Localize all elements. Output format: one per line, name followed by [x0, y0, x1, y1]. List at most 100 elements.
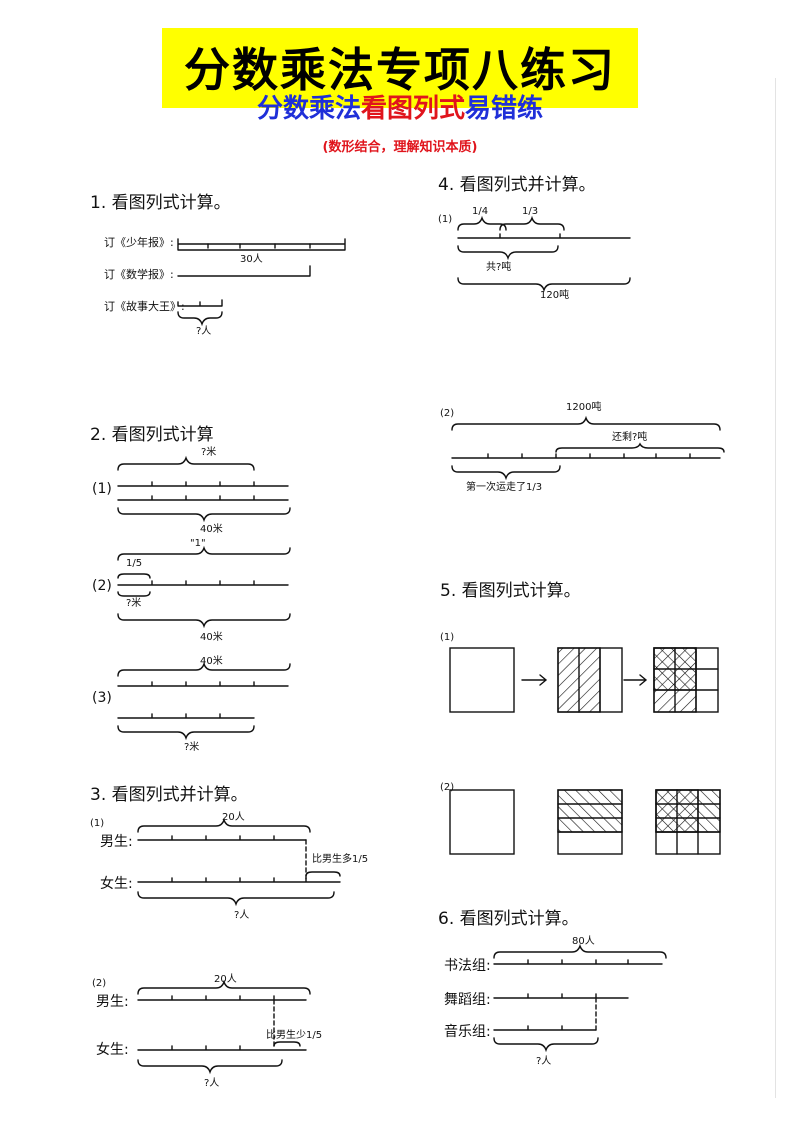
question-4: 4. 看图列式并计算。 (1) 1/4 1/3 共?吨 120吨 (2) 120…: [438, 175, 725, 493]
q5-p1-arrow-1: [521, 674, 548, 686]
q1-heading: 1. 看图列式计算。: [90, 193, 231, 213]
q2-p2-unknown-brace: [117, 591, 151, 597]
q3-p2-note: 比男生少1/5: [266, 1028, 322, 1041]
q4-p2-first: 第一次运走了1/3: [466, 480, 542, 493]
q5-p2-square-3: [655, 789, 721, 855]
q2-p1-unit-mark: "1": [190, 538, 206, 549]
q3-p1-note-brace: [305, 871, 341, 877]
q3-p1-boys: 男生:: [100, 834, 133, 850]
q4-heading: 4. 看图列式并计算。: [438, 175, 596, 195]
q2-p3-top: 40米: [200, 654, 223, 667]
q1-unknown: ?人: [196, 325, 211, 337]
q1-row1-bar: [177, 238, 346, 251]
q3-p1-unknown: ?人: [234, 909, 249, 921]
question-2: 2. 看图列式计算 ?米 (1) 40米 "1" 1/5 (2) ?米 40米 …: [90, 425, 291, 753]
q4-p2-remain-brace: [555, 442, 725, 453]
q5-p2-square-2-lines: [557, 803, 623, 833]
q1-row2-bar: [177, 265, 311, 277]
q3-p2-boys: 男生:: [96, 994, 129, 1010]
tagline: (数形结合，理解知识本质): [322, 140, 478, 155]
q3-p2-total: 20人: [214, 973, 237, 985]
q4-p1-partial-brace: [457, 245, 559, 261]
q6-row1: 书法组:: [444, 958, 491, 974]
q4-p2-total: 1200吨: [566, 400, 601, 413]
q5-heading: 5. 看图列式计算。: [440, 581, 581, 601]
q4-p1-bar: [457, 233, 631, 239]
q3-p1-boys-bar: [137, 835, 307, 841]
q2-p2-bottom-brace: [117, 613, 291, 629]
q2-p3-top-brace: [117, 661, 291, 677]
q4-p2-bar: [451, 453, 721, 459]
q5-p2-shaded-part: [557, 789, 623, 833]
q3-p2-top-brace: [137, 979, 311, 995]
q2-heading: 2. 看图列式计算: [90, 425, 214, 445]
q2-p2-frac: 1/5: [126, 558, 142, 569]
q2-p3-bottom-brace: [117, 725, 255, 741]
q5-p1-square-2-lines: [578, 647, 601, 713]
page-edge-line: [775, 78, 776, 1098]
q5-p2-square-1: [449, 789, 515, 855]
q4-p2-remain: 还剩?吨: [612, 430, 647, 443]
subtitle-part-1: 分数乘法: [256, 94, 361, 124]
q3-p2-girls: 女生:: [96, 1041, 129, 1058]
q2-p1-bar-2: [117, 495, 289, 501]
q2-p1-bottom-brace: [117, 507, 291, 523]
q5-p1-square-2: [557, 647, 623, 713]
q5-p2-square-2: [557, 789, 623, 855]
q1-total: 30人: [240, 253, 263, 265]
q6-row1-bar: [493, 959, 663, 965]
q2-p2-bottom: 40米: [200, 630, 223, 643]
q5-p1-arrow-2: [623, 674, 648, 686]
q3-p2-bottom-brace: [137, 1059, 283, 1075]
q4-p1-total-brace: [457, 277, 631, 293]
q3-p1-total: 20人: [222, 811, 245, 823]
q2-p3-num: (3): [92, 690, 112, 706]
q1-row1-ticks: [207, 243, 311, 249]
q2-p3-bar-2: [117, 713, 255, 719]
q6-row2: 舞蹈组:: [444, 992, 491, 1008]
q4-p1-frac1: 1/4: [472, 206, 488, 217]
q3-p2-note-brace: [273, 1041, 301, 1047]
q5-p1-square-1: [449, 647, 515, 713]
q3-p2-girls-bar: [137, 1045, 307, 1051]
q6-unknown-brace: [493, 1037, 599, 1053]
q4-p2-first-brace: [451, 465, 561, 481]
question-6: 6. 看图列式计算。 80人 书法组: 舞蹈组: 音乐组: ?人: [438, 909, 667, 1067]
q4-p1-num: (1): [438, 214, 452, 225]
q6-heading: 6. 看图列式计算。: [438, 909, 579, 929]
q2-p2-small-brace: [117, 573, 151, 579]
question-1: 1. 看图列式计算。 订《少年报》: 订《数学报》: 订《故事大王》: 30人 …: [90, 193, 346, 337]
q5-p1-square-3: [653, 647, 719, 713]
q4-p1-partial: 共?吨: [486, 260, 511, 273]
q2-p3-bar-1: [117, 681, 289, 687]
q6-unknown: ?人: [536, 1055, 551, 1067]
q1-row3-label: 订《故事大王》:: [104, 299, 185, 313]
q5-p2-num: (2): [440, 782, 454, 793]
subtitle: 分数乘法看图列式易错练: [0, 88, 800, 125]
q3-p1-bottom-brace: [137, 891, 335, 907]
q1-unknown-brace: [177, 311, 223, 327]
q2-p1-top-brace: [117, 455, 255, 471]
q3-p1-top-brace: [137, 817, 311, 833]
q2-p2-num: (2): [92, 578, 112, 594]
q5-p1-square-3-grid: [653, 647, 719, 713]
q6-row3: 音乐组:: [444, 1023, 491, 1040]
q5-p1-num: (1): [440, 632, 454, 643]
q2-p3-bottom: ?米: [184, 740, 199, 753]
q3-p2-unknown: ?人: [204, 1077, 219, 1089]
q4-p2-num: (2): [440, 408, 454, 419]
q2-p1-bottom: 40米: [200, 522, 223, 535]
q2-p1-bar-1: [117, 481, 289, 487]
question-5: 5. 看图列式计算。 (1) (2): [440, 581, 721, 855]
question-3: 3. 看图列式并计算。 (1) 20人 男生: 比男生多1/5 女生: ?人 (…: [90, 785, 368, 1089]
q2-p2-top-brace: [117, 545, 291, 561]
q6-row2-bar: [493, 993, 629, 999]
q6-row3-bar: [493, 1025, 597, 1031]
q2-p1-top: ?米: [201, 445, 216, 458]
q3-p1-num: (1): [90, 818, 104, 829]
q4-p1-frac2: 1/3: [522, 206, 538, 217]
q4-p1-total: 120吨: [540, 288, 569, 301]
q6-total-brace: [493, 943, 667, 959]
q4-p1-frac1-brace: [457, 215, 507, 231]
